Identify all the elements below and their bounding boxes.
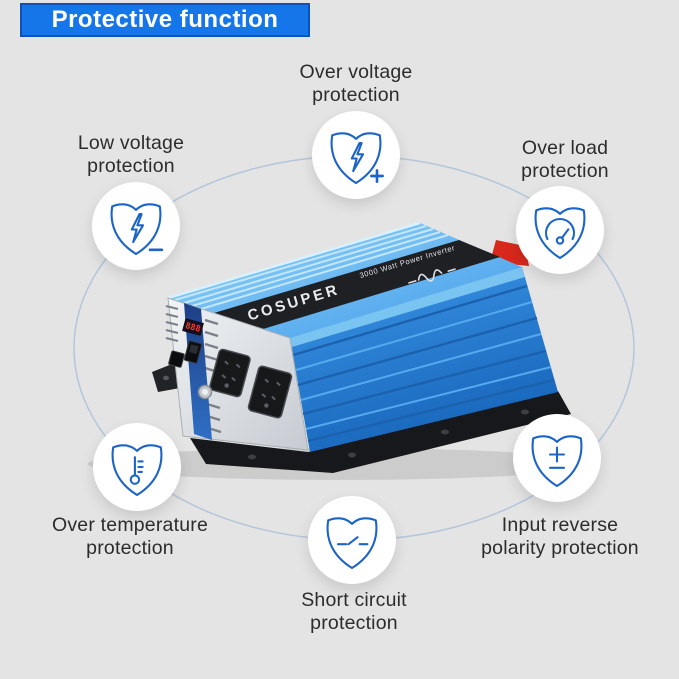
label-line: Low voltage bbox=[77, 132, 185, 154]
label-line: protection bbox=[521, 160, 609, 183]
label-line: Over temperature bbox=[51, 514, 208, 536]
title-banner: Protective function bbox=[20, 3, 310, 37]
sine-wave-icon bbox=[408, 268, 456, 284]
label-line: protection bbox=[87, 155, 175, 178]
power-inverter-image: COSUPER 3000 Watt Power Inverter 888 bbox=[88, 221, 592, 480]
ac-outlet bbox=[209, 348, 251, 398]
label-line: Over voltage bbox=[299, 61, 413, 83]
ac-outlet bbox=[247, 365, 293, 419]
top-stripe bbox=[214, 240, 500, 329]
shield-switch-icon bbox=[326, 517, 378, 570]
label-line: protection bbox=[310, 612, 398, 635]
vent-slots-left bbox=[165, 305, 179, 342]
terminal-stud bbox=[197, 384, 213, 400]
shield-lightning-minus-icon bbox=[110, 203, 164, 256]
label-short-circuit: Short circuit protection bbox=[244, 589, 464, 636]
power-switch bbox=[183, 340, 203, 364]
label-line: Over load bbox=[521, 137, 609, 159]
feature-circle-short-circuit bbox=[308, 496, 396, 584]
left-mounting-tab bbox=[152, 362, 180, 392]
label-over-load: Over load protection bbox=[460, 137, 670, 184]
inverter-side-face bbox=[290, 267, 558, 452]
label-line: polarity protection bbox=[481, 537, 639, 560]
feature-circle-low-voltage bbox=[92, 182, 180, 270]
label-low-voltage: Low voltage protection bbox=[26, 132, 236, 179]
shield-lightning-plus-icon bbox=[330, 132, 384, 185]
control-strip bbox=[184, 303, 212, 440]
shield-gauge-icon bbox=[534, 207, 586, 260]
led-display-value: 888 bbox=[184, 321, 201, 335]
inverter-front-panel: 888 bbox=[165, 297, 309, 451]
label-line: Short circuit bbox=[301, 589, 407, 611]
feature-circle-over-load bbox=[516, 186, 604, 274]
label-line: protection bbox=[312, 84, 400, 107]
label-line: Input reverse bbox=[501, 514, 619, 536]
label-input-reverse-polarity: Input reverse polarity protection bbox=[447, 514, 673, 561]
label-over-temperature: Over temperature protection bbox=[20, 514, 240, 561]
label-over-voltage: Over voltage protection bbox=[246, 61, 466, 108]
page-title: Protective function bbox=[51, 6, 279, 33]
feature-circle-over-temperature bbox=[93, 423, 181, 511]
label-line: protection bbox=[86, 537, 174, 560]
vent-slots-mid bbox=[204, 318, 222, 434]
led-display: 888 bbox=[182, 318, 204, 336]
shield-thermometer-icon bbox=[111, 444, 163, 497]
inverter-top-face: COSUPER 3000 Watt Power Inverter bbox=[167, 221, 522, 338]
shield-polarity-icon bbox=[531, 435, 583, 488]
input-port bbox=[168, 350, 185, 368]
feature-circle-input-reverse-polarity bbox=[513, 414, 601, 502]
feature-circle-over-voltage bbox=[312, 111, 400, 199]
